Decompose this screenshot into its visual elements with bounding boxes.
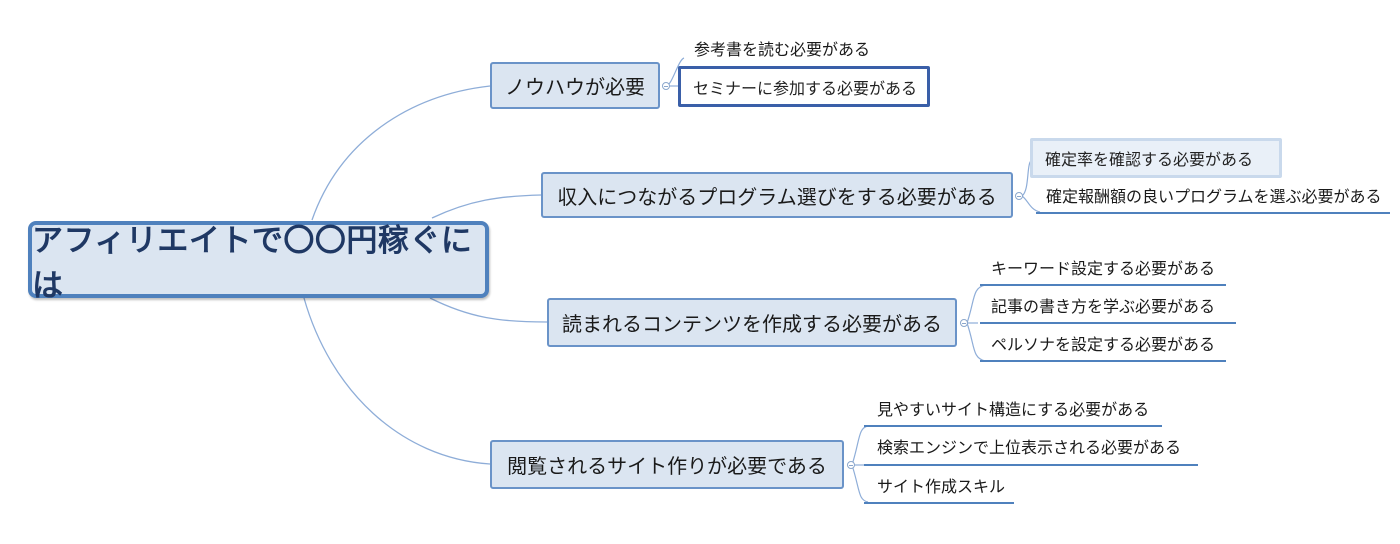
collapse-toggle-icon[interactable] xyxy=(960,319,968,327)
branch-content-creation[interactable]: 読まれるコンテンツを作成する必要がある xyxy=(547,298,957,347)
leaf-learn-writing[interactable]: 記事の書き方を学ぶ必要がある xyxy=(991,297,1216,316)
branch-label: ノウハウが必要 xyxy=(505,75,645,99)
leaf-read-books[interactable]: 参考書を読む必要がある xyxy=(694,40,871,59)
leaf-set-keywords[interactable]: キーワード設定する必要がある xyxy=(991,259,1216,278)
leaf-set-persona[interactable]: ペルソナを設定する必要がある xyxy=(991,335,1216,354)
central-topic[interactable]: アフィリエイトで〇〇円稼ぐには xyxy=(28,221,489,304)
branch-knowhow[interactable]: ノウハウが必要 xyxy=(490,62,660,109)
connector-b4-c1 xyxy=(851,425,869,466)
leaf-site-skills[interactable]: サイト作成スキル xyxy=(877,477,1006,496)
leaf-check-approval-rate[interactable]: 確定率を確認する必要がある xyxy=(1030,138,1282,178)
leaf-label: 確定率を確認する必要がある xyxy=(1045,150,1254,169)
leaf-label: セミナーに参加する必要がある xyxy=(693,78,918,98)
connector-b3-c3 xyxy=(966,322,986,362)
collapse-toggle-icon[interactable] xyxy=(662,82,670,90)
branch-label: 収入につながるプログラム選びをする必要がある xyxy=(557,184,997,209)
connector-b2-c2 xyxy=(1021,195,1041,213)
connector-central-b4 xyxy=(303,297,491,465)
connector-b4-c3 xyxy=(851,464,869,503)
leaf-choose-high-reward[interactable]: 確定報酬額の良いプログラムを選ぶ必要がある xyxy=(1046,187,1382,206)
branch-program-selection[interactable]: 収入につながるプログラム選びをする必要がある xyxy=(541,172,1013,218)
collapse-toggle-icon[interactable] xyxy=(847,461,855,469)
branch-label: 読まれるコンテンツを作成する必要がある xyxy=(562,312,942,336)
leaf-search-ranking[interactable]: 検索エンジンで上位表示される必要がある xyxy=(877,438,1182,457)
connector-b3-c1 xyxy=(966,284,986,324)
collapse-toggle-icon[interactable] xyxy=(1015,192,1023,200)
leaf-site-structure[interactable]: 見やすいサイト構造にする必要がある xyxy=(877,400,1150,419)
connector-central-b1 xyxy=(311,85,491,221)
branch-site-building[interactable]: 閲覧されるサイト作りが必要である xyxy=(490,440,844,489)
central-topic-label: アフィリエイトで〇〇円稼ぐには xyxy=(32,222,473,304)
branch-label: 閲覧されるサイト作りが必要である xyxy=(507,454,827,478)
connector-central-b2 xyxy=(431,194,542,219)
connector-central-b3 xyxy=(429,297,548,323)
leaf-attend-seminar[interactable]: セミナーに参加する必要がある xyxy=(678,66,930,107)
